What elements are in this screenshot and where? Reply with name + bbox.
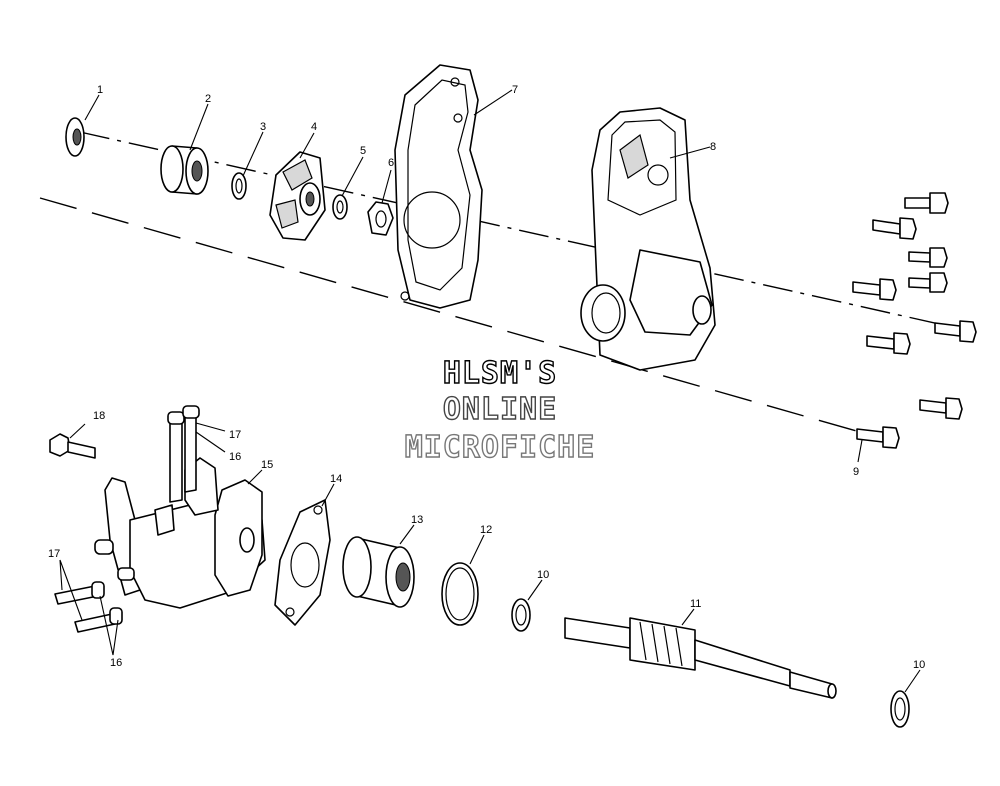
callout-10b: 10 <box>913 659 925 671</box>
callout-7: 7 <box>512 84 518 96</box>
leader-lines <box>59 89 921 693</box>
part-12-o-ring <box>441 562 479 626</box>
watermark-line-3: MICROFICHE <box>405 430 596 465</box>
callout-1: 1 <box>97 84 103 96</box>
callout-9: 9 <box>853 466 859 478</box>
part-10-washer-a <box>511 598 531 632</box>
part-4-impeller <box>269 151 326 241</box>
callout-6: 6 <box>388 157 394 169</box>
part-8-cover <box>580 107 716 371</box>
part-11-shaft <box>564 617 837 699</box>
callout-17b: 17 <box>48 548 60 560</box>
callout-14: 14 <box>330 473 342 485</box>
callout-2: 2 <box>205 93 211 105</box>
part-7-gasket <box>394 64 483 309</box>
callout-12: 12 <box>480 524 492 536</box>
callout-16b: 16 <box>110 657 122 669</box>
part-16-17-fittings <box>54 581 123 633</box>
part-2-bearing <box>160 145 209 195</box>
part-13-bearing <box>342 536 415 608</box>
callout-17a: 17 <box>229 429 241 441</box>
callout-5: 5 <box>360 145 366 157</box>
part-9-bolts <box>852 192 977 449</box>
upper-axis-line <box>79 131 976 333</box>
callout-4: 4 <box>311 121 317 133</box>
part-14-gasket <box>274 499 331 626</box>
callout-8: 8 <box>710 141 716 153</box>
callout-16a: 16 <box>229 451 241 463</box>
callout-11: 11 <box>690 598 701 610</box>
watermark-line-1: HLSM'S <box>443 356 557 391</box>
part-10-washer-b <box>890 690 910 728</box>
lower-axis-line <box>39 197 861 433</box>
part-5-washer <box>332 194 348 220</box>
callout-10a: 10 <box>537 569 549 581</box>
callout-13: 13 <box>411 514 423 526</box>
callout-18: 18 <box>93 410 105 422</box>
part-6-nut <box>367 201 394 236</box>
part-15-pump-housing <box>94 405 266 609</box>
callout-15: 15 <box>261 459 273 471</box>
part-1-seal <box>65 117 85 157</box>
part-18-bolt <box>49 433 96 459</box>
part-3-washer <box>231 172 247 200</box>
callout-3: 3 <box>260 121 266 133</box>
watermark-line-2: ONLINE <box>443 392 557 427</box>
